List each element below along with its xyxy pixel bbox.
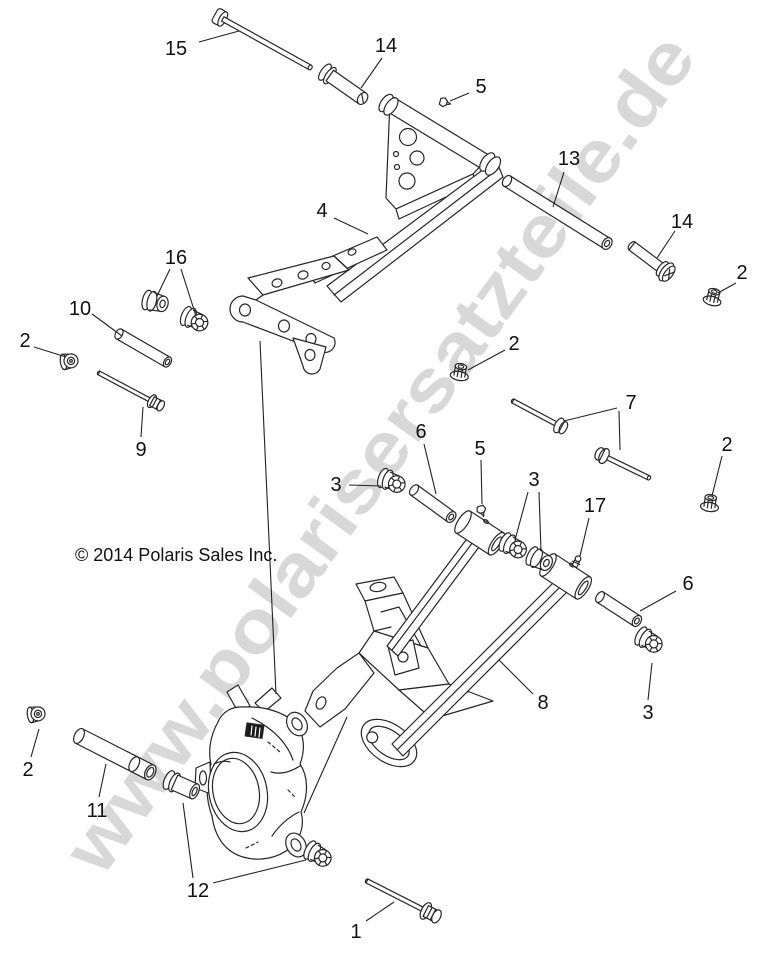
leader-line-6 xyxy=(639,590,677,612)
leader-line-6 xyxy=(423,443,437,495)
part-6-spacer-b xyxy=(595,591,643,628)
part-11-tube xyxy=(72,727,157,781)
leader-line-12 xyxy=(212,859,307,884)
part-5-screw-top xyxy=(438,96,453,110)
part-16-bushing-a xyxy=(139,288,171,316)
callout-4: 4 xyxy=(316,200,327,222)
leader-line-2 xyxy=(30,728,40,758)
leader-line-15 xyxy=(198,30,240,43)
leader-line-4 xyxy=(333,217,369,235)
leader-line-2 xyxy=(717,282,737,294)
part-12-bushing-b xyxy=(300,838,336,871)
callout-15: 15 xyxy=(165,38,187,60)
leader-line-9 xyxy=(140,406,144,438)
leader-line-5 xyxy=(480,459,483,505)
callout-13: 13 xyxy=(558,148,580,170)
part-knuckle xyxy=(194,684,309,860)
leader-line-8 xyxy=(498,659,534,695)
assembly-lines xyxy=(259,340,348,814)
leader-line-7 xyxy=(618,410,621,451)
callout-10: 10 xyxy=(69,298,91,320)
leader-line-12 xyxy=(182,802,194,879)
assembly-line-1 xyxy=(259,340,277,695)
callout-5: 5 xyxy=(475,76,486,98)
part-4-a-arm xyxy=(229,93,504,375)
callout-8: 8 xyxy=(537,692,548,714)
assembly-line-2 xyxy=(303,716,348,814)
leader-line-16 xyxy=(156,268,171,297)
callout-14: 14 xyxy=(375,35,397,57)
part-14-shoulder-bolt xyxy=(627,241,676,282)
callout-3: 3 xyxy=(642,702,653,724)
part-6-spacer-a xyxy=(408,484,457,524)
leader-line-14 xyxy=(656,230,676,259)
part-15-pivot-bolt xyxy=(211,8,313,71)
callout-2: 2 xyxy=(508,333,519,355)
leader-line-3 xyxy=(348,484,382,487)
callout-6: 6 xyxy=(682,573,693,595)
callout-9: 9 xyxy=(135,439,146,461)
leader-line-3 xyxy=(514,491,529,541)
leader-line-2 xyxy=(467,349,506,371)
callout-3: 3 xyxy=(528,469,539,491)
callout-5: 5 xyxy=(474,438,485,460)
leader-line-3 xyxy=(647,662,653,701)
leader-line-16 xyxy=(180,268,197,317)
part-3-bushing-d xyxy=(631,624,667,657)
leader-line-1 xyxy=(365,901,395,922)
callout-1: 1 xyxy=(350,921,361,943)
callout-17: 17 xyxy=(584,495,606,517)
parts-illustration xyxy=(25,8,725,924)
callout-leader-lines xyxy=(30,30,737,922)
copyright-text: © 2014 Polaris Sales Inc. xyxy=(75,545,277,565)
callout-16: 16 xyxy=(165,247,187,269)
callout-12: 12 xyxy=(187,880,209,902)
part-13-pivot-shaft xyxy=(501,174,613,250)
callout-3: 3 xyxy=(330,474,341,496)
leader-line-2 xyxy=(711,455,723,497)
part-10-pin xyxy=(114,328,173,368)
leader-line-5 xyxy=(449,92,470,102)
part-12-bushing-a xyxy=(162,770,201,800)
part-14-clevis-pin xyxy=(317,63,369,106)
callout-14: 14 xyxy=(671,211,693,233)
callout-2: 2 xyxy=(736,262,747,284)
leader-line-7 xyxy=(563,407,618,422)
part-7-bolt-b xyxy=(594,447,652,481)
leader-line-14 xyxy=(360,57,383,89)
leader-line-13 xyxy=(552,171,565,208)
leader-line-10 xyxy=(91,313,123,337)
callout-2: 2 xyxy=(721,434,732,456)
leader-line-2 xyxy=(33,346,67,358)
leader-line-11 xyxy=(98,763,107,798)
part-16-bushing-b xyxy=(177,304,212,335)
part-2-flange-nut-c xyxy=(699,492,721,514)
leader-line-3 xyxy=(538,491,542,552)
part-2-button-screw-b xyxy=(25,704,47,724)
callout-11: 11 xyxy=(87,800,108,822)
callout-7: 7 xyxy=(625,392,636,414)
part-7-bolt-a xyxy=(510,398,569,435)
part-17-grease-fitting xyxy=(571,555,582,569)
part-9-bolt xyxy=(96,370,166,412)
callout-2: 2 xyxy=(19,330,30,352)
leader-line-17 xyxy=(579,517,590,557)
callout-2: 2 xyxy=(22,759,33,781)
part-1-bolt xyxy=(364,878,442,924)
part-2-button-screw-a xyxy=(58,351,80,371)
part-2-flange-nut-a xyxy=(701,285,725,309)
callout-6: 6 xyxy=(415,421,426,443)
